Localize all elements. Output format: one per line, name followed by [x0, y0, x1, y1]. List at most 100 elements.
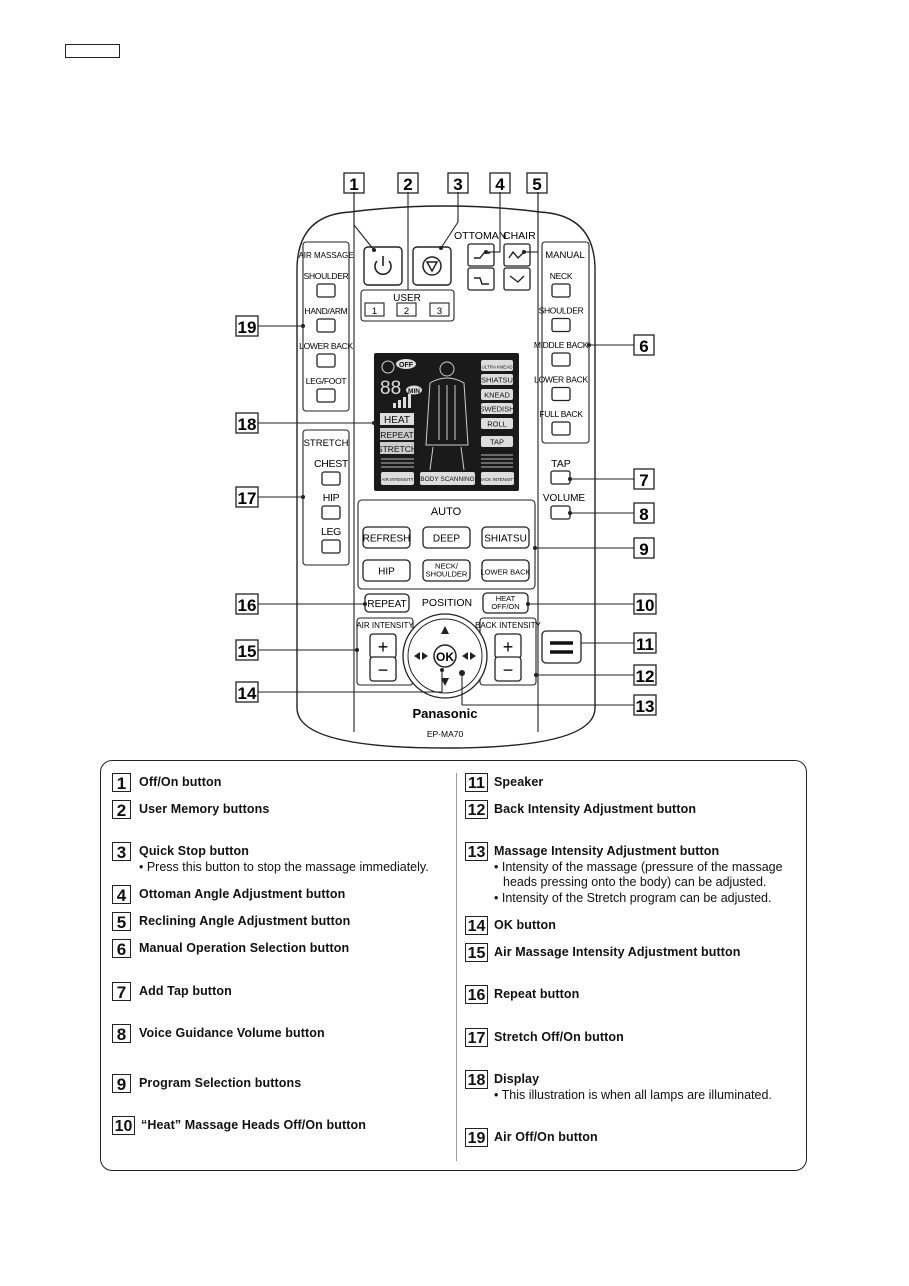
auto-program-button-0[interactable] [362, 526, 411, 549]
display-mode-bg-0 [380, 413, 414, 425]
manual-button-0[interactable] [551, 283, 571, 298]
legend-number-11: 11 [465, 773, 488, 792]
chair-upright-button[interactable] [503, 267, 531, 291]
legend-label-13: Massage Intensity Adjustment button [494, 844, 720, 858]
display-technique-2: KNEAD [484, 391, 510, 400]
air-intensity-label: AIR INTENSITY [356, 621, 414, 630]
auto-title: AUTO [431, 506, 462, 518]
display-technique-bg-2 [481, 389, 513, 400]
auto-program-button-5[interactable] [481, 559, 530, 582]
auto-program-button-3[interactable] [362, 559, 411, 582]
manual-button-3[interactable] [551, 386, 571, 402]
header-box [65, 44, 120, 58]
tap-button[interactable] [550, 470, 571, 485]
auto-program-label-4: NECK/SHOULDER [426, 562, 468, 579]
legend-number-5: 5 [112, 912, 131, 932]
auto-program-button-2[interactable] [481, 526, 530, 549]
stretch-label-2: LEG [321, 526, 341, 538]
callout-number-15: 15 [238, 642, 257, 661]
callout-number-14: 14 [238, 684, 257, 703]
manual-button-2[interactable] [551, 352, 571, 367]
dial-right-icon[interactable] [462, 652, 476, 660]
auto-program-label-1: DEEP [433, 534, 461, 545]
chair-recline-button[interactable] [503, 243, 531, 267]
legend-number-2: 2 [112, 800, 131, 820]
display-technique-bg-5 [481, 436, 513, 447]
callout-number-8: 8 [639, 505, 648, 524]
leader-lines [258, 192, 634, 706]
air-massage-title: AIR MASSAGE [298, 251, 353, 260]
air-massage-button-2[interactable] [316, 353, 336, 368]
user-1-button[interactable] [364, 302, 385, 317]
stretch-button-2[interactable] [321, 539, 341, 554]
air-massage-label-2: LOWER BACK [299, 341, 353, 351]
legend-number-10: 10 [112, 1116, 135, 1135]
volume-button[interactable] [550, 505, 571, 520]
brand-logo: Panasonic [412, 706, 477, 721]
air-massage-label-3: LEG/FOOT [306, 376, 347, 386]
user-3-label: 3 [437, 306, 442, 317]
legend-label-15: Air Massage Intensity Adjustment button [494, 945, 741, 959]
legend-number-15: 15 [465, 943, 488, 962]
dial-up-icon[interactable] [441, 626, 449, 634]
auto-group [357, 499, 536, 590]
manual-label-3: LOWER BACK [534, 375, 588, 385]
air-massage-items: SHOULDER HAND/ARM LOWER BACK LEG/FOOT [299, 271, 354, 403]
ok-button[interactable] [433, 644, 457, 668]
air-massage-button-0[interactable] [316, 283, 336, 298]
display-technique-bg-1 [481, 374, 513, 385]
ottoman-up-button[interactable] [467, 243, 495, 267]
air-plus-glyph: + [378, 637, 389, 657]
manual-button-1[interactable] [551, 317, 571, 333]
recline-icon [508, 250, 525, 260]
callout-number-18: 18 [238, 415, 257, 434]
stretch-button-1[interactable] [321, 505, 341, 520]
air-massage-label-1: HAND/ARM [305, 306, 348, 316]
dial-left-icon[interactable] [414, 652, 428, 660]
model-label: EP-MA70 [427, 729, 464, 739]
callout-box-5 [526, 172, 548, 194]
legend-label-6: Manual Operation Selection button [139, 941, 350, 955]
user-2-button[interactable] [396, 302, 417, 317]
callout-number-13: 13 [636, 697, 655, 716]
callout-number-10: 10 [636, 596, 655, 615]
dial-down-icon[interactable] [441, 678, 449, 686]
auto-program-button-1[interactable] [422, 526, 471, 549]
display-technique-3: SWEDISH [479, 405, 514, 414]
legend-label-10: “Heat” Massage Heads Off/On button [141, 1118, 366, 1132]
legend-label-17: Stretch Off/On button [494, 1030, 624, 1044]
user-3-button[interactable] [429, 302, 450, 317]
legend-label-8: Voice Guidance Volume button [139, 1026, 325, 1040]
back-plus-glyph: + [503, 637, 514, 657]
stretch-button-0[interactable] [321, 471, 341, 486]
display-mode-bg-2 [380, 442, 414, 454]
auto-program-button-4[interactable] [422, 559, 471, 582]
stretch-items: CHEST HIP LEG [314, 458, 349, 554]
manual-button-4[interactable] [551, 421, 571, 436]
legend-number-1: 1 [112, 773, 131, 793]
air-intensity-minus-button[interactable] [369, 656, 397, 682]
air-massage-button-3[interactable] [316, 388, 336, 403]
display-air-intensity: AIR INTENSITY [381, 477, 413, 482]
ottoman-down-icon [474, 277, 489, 285]
user-label: USER [393, 293, 421, 304]
back-intensity-minus-button[interactable] [494, 656, 522, 682]
callout-number-6: 6 [639, 337, 648, 356]
display-mode-2: STRETCH [377, 444, 417, 454]
stretch-label-1: HIP [323, 492, 340, 504]
legend-number-8: 8 [112, 1024, 131, 1044]
callout-number-16: 16 [238, 596, 257, 615]
air-massage-label-0: SHOULDER [304, 271, 349, 281]
stretch-label-0: CHEST [314, 458, 349, 470]
power-icon [374, 256, 392, 276]
legend-divider [456, 773, 457, 1161]
heat-line-2: OFF/ON [491, 602, 519, 611]
legend-note-3-0: • Press this button to stop the massage … [139, 859, 429, 874]
air-massage-button-1[interactable] [316, 318, 336, 333]
quick-stop-button[interactable] [412, 246, 452, 286]
remote-body [296, 205, 596, 749]
legend-label-11: Speaker [494, 775, 544, 789]
callout-number-2: 2 [403, 175, 412, 194]
legend-label-9: Program Selection buttons [139, 1076, 302, 1090]
